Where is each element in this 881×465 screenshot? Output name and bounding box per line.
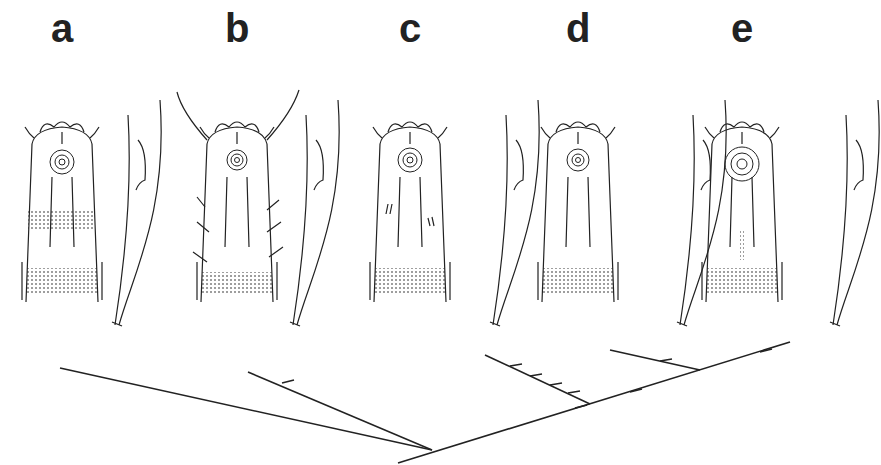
specimen-letter: a xyxy=(51,8,73,48)
specimen-letter: e xyxy=(731,8,753,48)
specimen-letter: d xyxy=(566,8,590,48)
specimen-letter: b xyxy=(225,8,249,48)
specimen-letter: c xyxy=(399,8,421,48)
cladogram xyxy=(60,342,790,463)
